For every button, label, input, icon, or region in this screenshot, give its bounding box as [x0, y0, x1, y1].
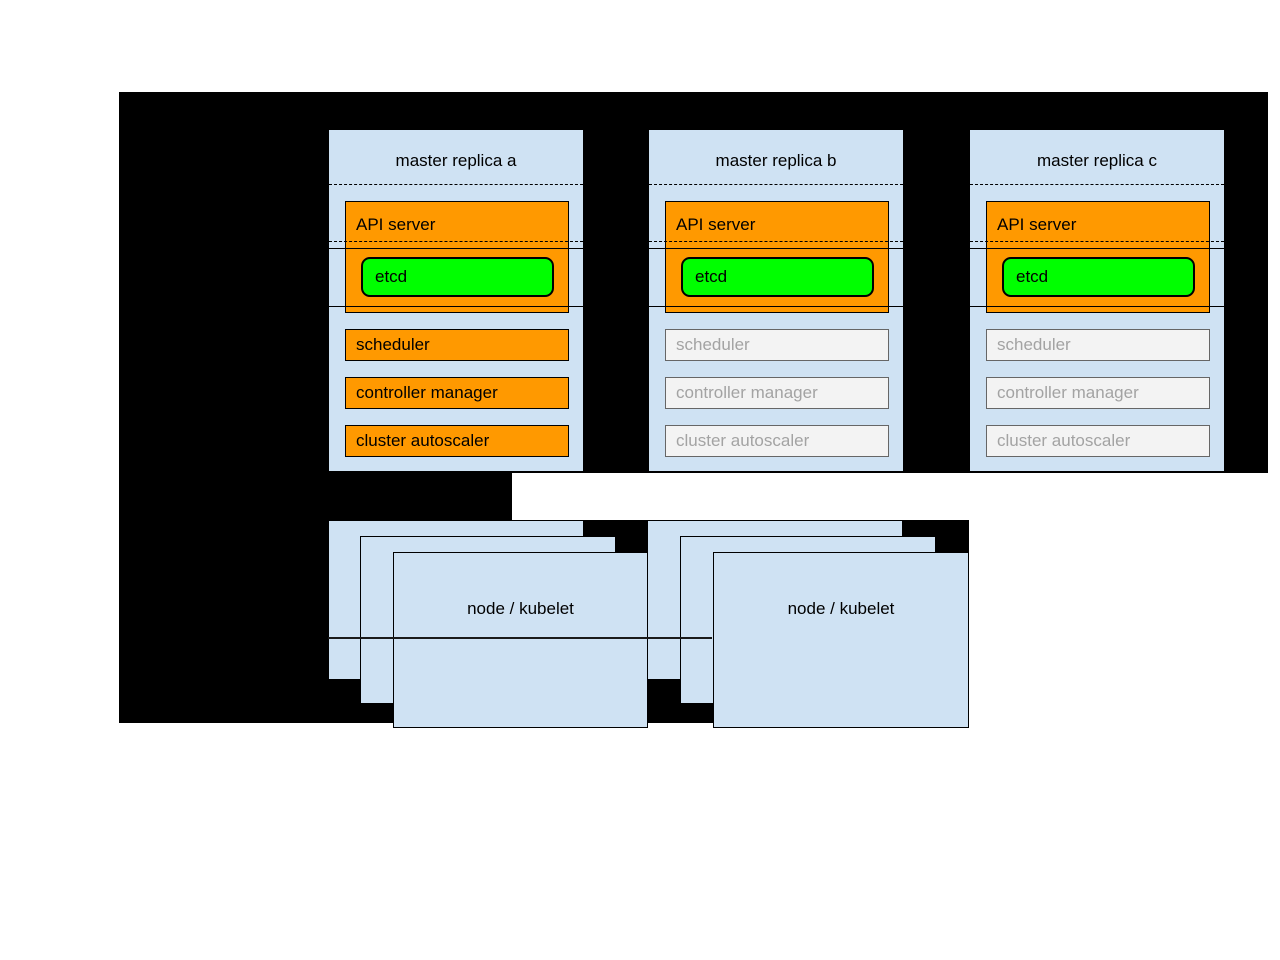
- divider-dashed: [649, 241, 903, 242]
- replica-title: master replica a: [395, 151, 517, 170]
- divider-dashed: [649, 184, 903, 185]
- node-stack-right-front: node / kubelet: [713, 552, 969, 728]
- api-server-label: API server: [997, 215, 1077, 234]
- divider-solid: [329, 248, 583, 249]
- master-replica-b-box: master replica b API server etcd schedul…: [648, 129, 904, 472]
- replica-title: master replica c: [1037, 151, 1157, 170]
- etcd-label: etcd: [1016, 267, 1049, 286]
- etcd-label: etcd: [695, 267, 728, 286]
- divider-solid: [970, 248, 1224, 249]
- api-server-label: API server: [676, 215, 756, 234]
- divider-dashed: [970, 241, 1224, 242]
- master-replica-c-box: master replica c API server etcd schedul…: [969, 129, 1225, 472]
- etcd-label: etcd: [375, 267, 408, 286]
- node-stack-left-front: node / kubelet: [393, 552, 648, 728]
- controller-manager-box: controller manager: [345, 377, 569, 409]
- divider-solid: [970, 306, 1224, 307]
- replica-title: master replica b: [715, 151, 837, 170]
- api-server-label: API server: [356, 215, 436, 234]
- scheduler-box: scheduler: [665, 329, 889, 361]
- divider-dashed: [329, 184, 583, 185]
- etcd-box: etcd: [361, 257, 554, 297]
- etcd-box: etcd: [681, 257, 874, 297]
- divider-solid: [649, 306, 903, 307]
- divider-dashed: [329, 241, 583, 242]
- controller-manager-box: controller manager: [986, 377, 1210, 409]
- etcd-box: etcd: [1002, 257, 1195, 297]
- cluster-autoscaler-box: cluster autoscaler: [665, 425, 889, 457]
- canvas-background-left: [119, 473, 512, 520]
- divider-solid: [329, 306, 583, 307]
- divider-solid: [649, 248, 903, 249]
- scheduler-box: scheduler: [345, 329, 569, 361]
- cluster-autoscaler-box: cluster autoscaler: [345, 425, 569, 457]
- scheduler-box: scheduler: [986, 329, 1210, 361]
- node-kubelet-label: node / kubelet: [787, 599, 895, 618]
- node-title-separator-line: [328, 637, 712, 639]
- cluster-autoscaler-box: cluster autoscaler: [986, 425, 1210, 457]
- master-replica-a-box: master replica a API server etcd schedul…: [328, 129, 584, 472]
- controller-manager-box: controller manager: [665, 377, 889, 409]
- node-kubelet-label: node / kubelet: [467, 599, 574, 618]
- divider-dashed: [970, 184, 1224, 185]
